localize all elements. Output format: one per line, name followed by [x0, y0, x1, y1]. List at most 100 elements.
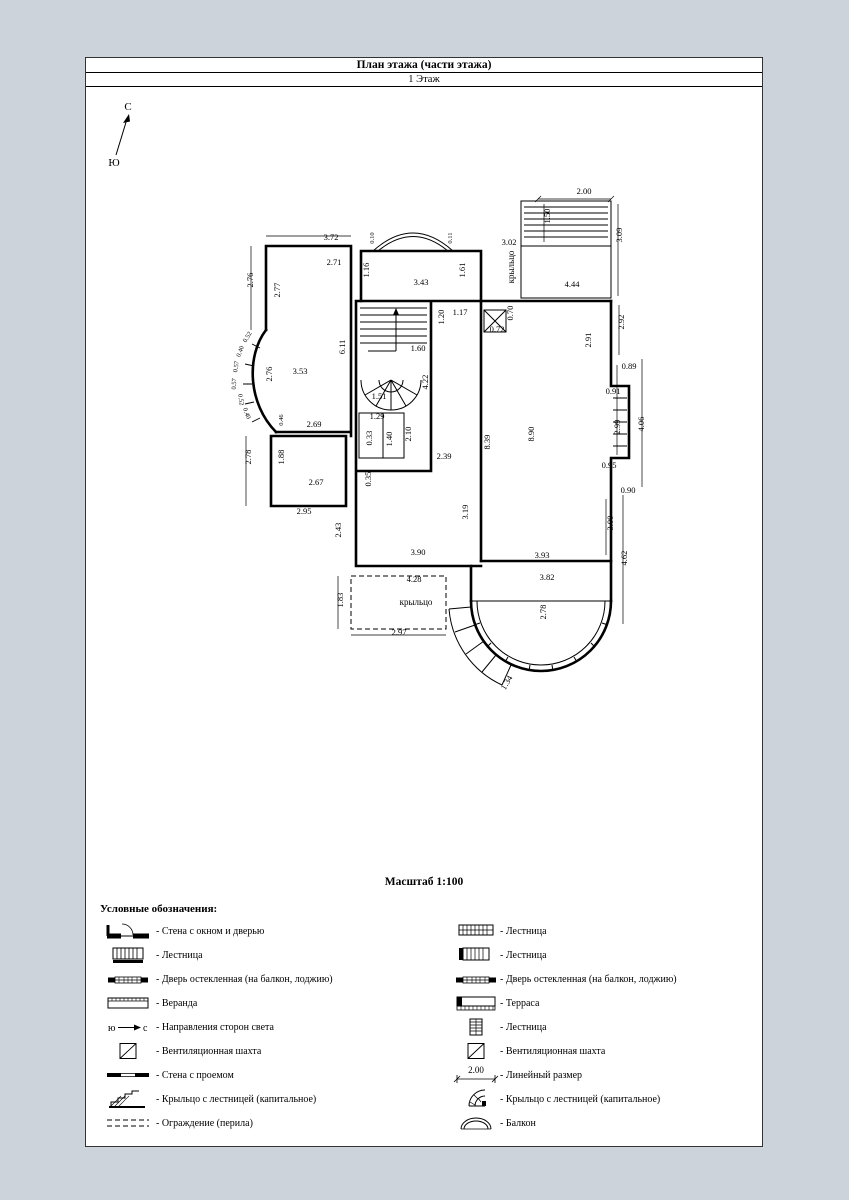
dimension-label: 0.57 — [232, 360, 241, 373]
dimension-label: 1.40 — [384, 432, 394, 447]
legend-item: - Лестница — [452, 943, 752, 967]
legend-column-right: - Лестница - Лестница - Дверь остекленная … — [452, 919, 752, 1135]
compass: С Ю — [108, 101, 131, 169]
dimension-label: 0.35 — [363, 472, 373, 487]
dimension-label: 2.71 — [327, 257, 342, 267]
balcony-icon — [452, 1113, 500, 1133]
dimension-label: 1.51 — [372, 391, 387, 401]
legend-heading: Условные обозначения: — [100, 903, 218, 915]
left-bay-window — [243, 343, 261, 423]
legend-item-label: - Дверь остекленная (на балкон, лоджию) — [500, 973, 677, 985]
dimension-label: 2.00 — [577, 186, 592, 196]
lower-left-room-walls — [269, 434, 348, 508]
dimension-label: 1.16 — [361, 263, 371, 278]
legend-item: - Лестница — [452, 919, 752, 943]
dimension-label: 0.91 — [606, 386, 621, 396]
vent-shaft-icon — [100, 1041, 156, 1061]
document-title: План этажа (части этажа) — [86, 58, 762, 73]
dimension-label: 3.72 — [324, 232, 339, 242]
legend-item-label: - Балкон — [500, 1117, 536, 1129]
terrace-icon — [452, 993, 500, 1013]
legend-item: - Стена с проемом — [100, 1063, 445, 1087]
dimension-label: 2.39 — [437, 451, 452, 461]
legend-item: - Дверь остекленная (на балкон, лоджию) — [452, 967, 752, 991]
dimension-label: 3.90 — [411, 547, 426, 557]
dimension-label: 2.78 — [243, 450, 253, 465]
linear-dim-icon: 2.00 — [452, 1065, 500, 1085]
legend-item-label: - Вентиляционная шахта — [156, 1045, 262, 1057]
floorplan-walls — [251, 244, 631, 673]
legend-item: - Лестница — [452, 1015, 752, 1039]
dimension-label: 3.09 — [614, 228, 624, 243]
dimension-label: 4.22 — [420, 375, 430, 390]
legend-item-label: - Ограждение (перила) — [156, 1117, 253, 1129]
terrace-semicircle — [471, 600, 611, 672]
dimension-label: 2.67 — [309, 477, 324, 487]
vent-shaft-icon — [452, 1041, 500, 1061]
porch-stairs-icon — [100, 1089, 156, 1109]
legend-item-label: - Дверь остекленная (на балкон, лоджию) — [156, 973, 333, 985]
glazed-door-icon — [452, 969, 500, 989]
wall-opening-icon — [100, 1065, 156, 1085]
legend: Условные обозначения: - Стена с окном и … — [100, 903, 756, 1130]
dimension-label: 4.62 — [619, 551, 629, 566]
dimension-label: 2.76 — [245, 273, 255, 288]
room-label: крыльцо — [400, 597, 433, 607]
dimension-label: 4.28 — [407, 574, 422, 584]
legend-item-label: - Линейный размер — [500, 1069, 583, 1081]
railing-icon — [100, 1113, 156, 1133]
compass-arrow — [115, 118, 128, 156]
dimension-label: 0.33 — [364, 431, 374, 446]
glazed-door-icon — [100, 969, 156, 989]
compass-arrowhead — [123, 114, 130, 123]
stairs-icon — [100, 945, 156, 965]
dimension-label: 0.40 — [235, 345, 245, 358]
dimension-label: 0.52 — [242, 331, 254, 344]
dimension-label: 8.90 — [526, 427, 536, 442]
dimension-lines — [245, 195, 643, 636]
svg-text:с: с — [143, 1023, 148, 1034]
dimension-label: 3.02 — [502, 237, 517, 247]
legend-item-label: - Крыльцо с лестницей (капитальное) — [156, 1093, 317, 1105]
hall-walls — [354, 299, 613, 568]
dimension-label: 2.76 — [264, 367, 274, 382]
entry-vent-shaft — [483, 309, 507, 333]
legend-item: - Вентиляционная шахта — [452, 1039, 752, 1063]
legend-item: - Вентиляционная шахта — [100, 1039, 445, 1063]
corridor-walls — [359, 249, 483, 303]
legend-item: ю с - Направления сторон света — [100, 1015, 445, 1039]
dimension-label: 3.93 — [535, 550, 550, 560]
wall-window-door-icon — [100, 921, 156, 941]
dimension-label: 0.11 — [447, 232, 454, 243]
left-bay-wall — [251, 328, 278, 434]
dimension-label: 0.90 — [621, 485, 636, 495]
dimension-label: 0.95 — [602, 460, 617, 470]
south-room-walls — [469, 559, 613, 603]
legend-item-label: - Направления сторон света — [156, 1021, 274, 1033]
legend-column-left: - Стена с окном и дверью- Лестница- Двер… — [100, 919, 445, 1135]
right-bay-window — [613, 397, 627, 447]
legend-item-label: - Лестница — [500, 1021, 547, 1033]
legend-item: - Ограждение (перила) — [100, 1111, 445, 1135]
legend-item-label: - Крыльцо с лестницей (капитальное) — [500, 1093, 661, 1105]
top-porch-stairs — [520, 200, 612, 299]
legend-item-label: - Лестница — [500, 925, 547, 937]
legend-item: - Веранда — [100, 991, 445, 1015]
compass-south-label: Ю — [108, 157, 119, 169]
legend-item-label: - Терраса — [500, 997, 540, 1009]
veranda-icon — [100, 993, 156, 1013]
dimension-label: 3.82 — [540, 572, 555, 582]
svg-text:ю: ю — [108, 1023, 116, 1034]
legend-item: - Крыльцо с лестницей (капитальное) — [452, 1087, 752, 1111]
porch-capital-icon — [452, 1089, 500, 1109]
dimension-label: 0.10 — [369, 232, 376, 243]
dimension-label: 3.43 — [414, 277, 429, 287]
legend-item: - Балкон — [452, 1111, 752, 1135]
dimension-label: 2.43 — [333, 523, 343, 538]
dimension-label: 1.34 — [498, 673, 514, 692]
floor-label: 1 Этаж — [86, 73, 762, 87]
dimension-label: 0.89 — [622, 361, 637, 371]
legend-item-label: - Лестница — [156, 949, 203, 961]
dimension-label: 3.00 — [605, 516, 615, 531]
